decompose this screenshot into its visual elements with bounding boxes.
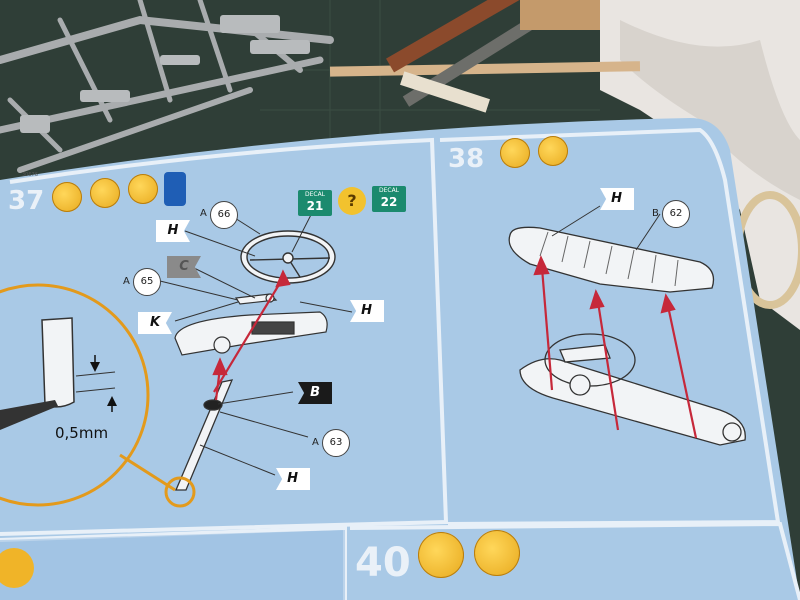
steering-column-drawing [175,379,234,491]
sprue-letter-a63: A [312,437,319,448]
paint-pot-icon [164,172,186,206]
decal-21-badge: DECAL 21 [298,190,332,216]
part-number-63: 63 [322,429,350,457]
glue-icon [52,182,82,212]
decal-label: DECAL [304,191,326,198]
glue-icon-40 [418,532,464,578]
flag-letter: H [611,191,623,206]
detail-magnifier [0,283,196,508]
flag-k-column: K [138,312,172,334]
flag-letter: B [310,385,320,400]
paint-brush-icon [90,178,120,208]
decal-label-22: DECAL [378,187,400,194]
decal-number-21: 21 [306,199,324,213]
page-code: 30676 [22,172,38,178]
dashboard-drawing [174,311,328,356]
instruction-sheet [0,118,800,600]
flag-c-color: C [167,256,201,278]
step-number-38: 38 [448,144,485,174]
assembly-arrows-38 [533,255,698,439]
leader-lines-38 [551,205,661,251]
help-icon: ? [338,187,366,215]
leader-lines-37 [159,204,353,476]
step-number-37: 37 [8,186,45,216]
glue-icon-bottom-left [0,548,34,588]
sprue-letter-b62: B [652,208,659,219]
flag-letter: H [287,471,299,486]
card-strip [400,71,490,113]
body-panel-drawing [508,226,715,293]
wood-block [520,0,600,30]
paint-brush-icon-38 [538,136,568,166]
paper-towel-fold [620,20,800,200]
sprue-letter-a66: A [200,208,207,219]
decal-number-22: 22 [380,195,398,209]
panel-shading [0,530,345,600]
assembly-arrows-37 [212,269,291,401]
paint-brush-icon-40 [474,530,520,576]
panel-borders [0,127,800,600]
flag-h-wheel: H [156,220,190,242]
brown-strip [386,0,524,73]
decal-22-badge: DECAL 22 [372,186,406,212]
sprue-letter-a65: A [123,276,130,287]
chassis-drawing [519,333,746,446]
part-number-62: 62 [662,200,690,228]
display-icon [128,174,158,204]
sprue-parts [20,15,310,133]
knife-icon [500,138,530,168]
measurement-label: 0,5mm [55,424,109,442]
part-number-65: 65 [133,268,161,296]
steering-wheel-drawing [240,230,336,284]
step-number-40: 40 [355,540,411,586]
part-number-66: 66 [210,201,238,229]
flag-letter: H [361,303,373,318]
